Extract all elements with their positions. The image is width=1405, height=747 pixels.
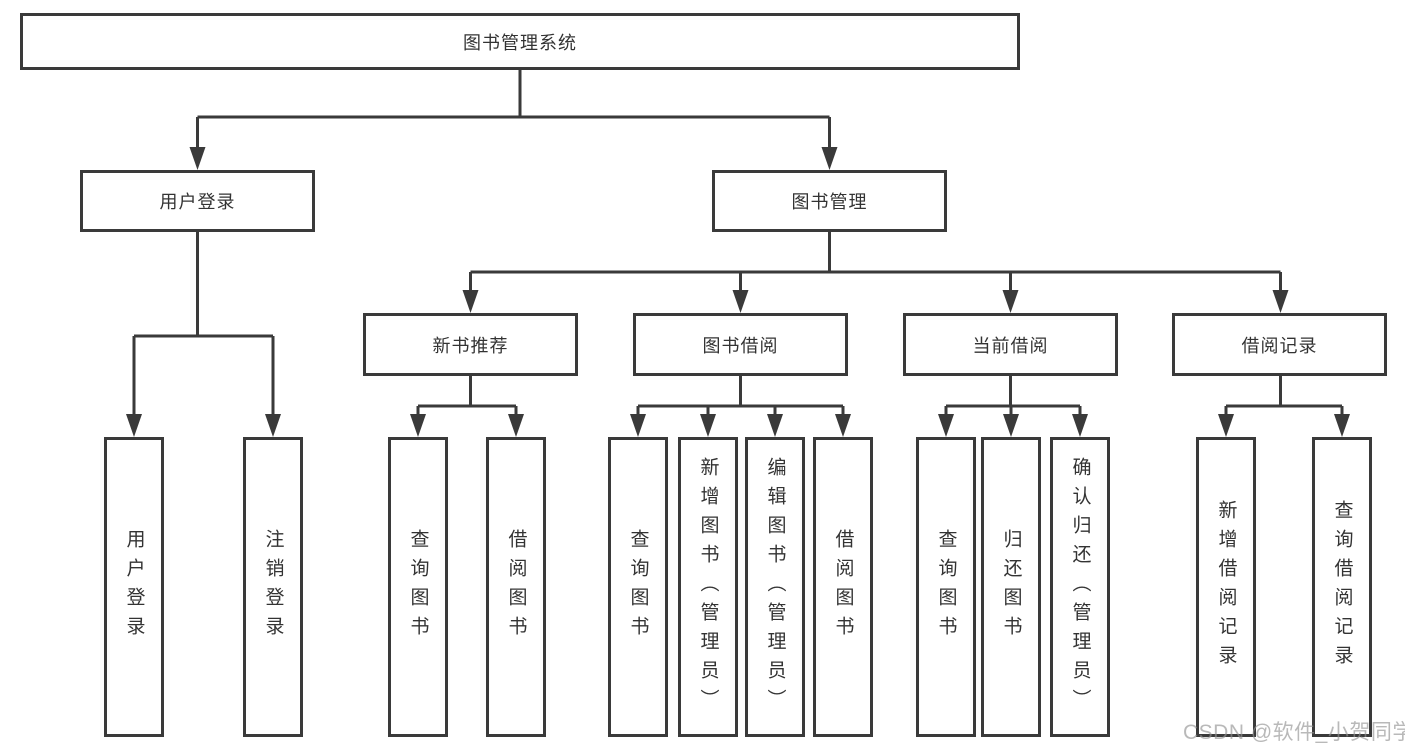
node-leaf-return-books: 归还图书 xyxy=(981,437,1041,737)
node-leaf-recommend-query-books: 查询图书 xyxy=(388,437,448,737)
node-leaf-query-borrow-record: 查询借阅记录 xyxy=(1312,437,1372,737)
node-leaf-logout: 注销登录 xyxy=(243,437,303,737)
node-leaf-borrow-query-books: 查询图书 xyxy=(608,437,668,737)
node-leaf-add-books-admin: 新增图书（管理员） xyxy=(678,437,738,737)
csdn-watermark: CSDN @软件_小贺同学 xyxy=(1183,721,1405,744)
node-current-borrow: 当前借阅 xyxy=(903,313,1118,376)
node-new-book-recommend: 新书推荐 xyxy=(363,313,578,376)
node-leaf-user-login: 用户登录 xyxy=(104,437,164,737)
node-leaf-confirm-return-admin: 确认归还（管理员） xyxy=(1050,437,1110,737)
node-book-management: 图书管理 xyxy=(712,170,947,232)
node-leaf-add-borrow-record: 新增借阅记录 xyxy=(1196,437,1256,737)
node-borrow-record: 借阅记录 xyxy=(1172,313,1387,376)
node-leaf-current-query-books: 查询图书 xyxy=(916,437,976,737)
node-root-library-management-system: 图书管理系统 xyxy=(20,13,1020,70)
node-leaf-recommend-borrow-books: 借阅图书 xyxy=(486,437,546,737)
node-leaf-borrow-books: 借阅图书 xyxy=(813,437,873,737)
node-book-borrow: 图书借阅 xyxy=(633,313,848,376)
node-user-login: 用户登录 xyxy=(80,170,315,232)
node-leaf-edit-books-admin: 编辑图书（管理员） xyxy=(745,437,805,737)
